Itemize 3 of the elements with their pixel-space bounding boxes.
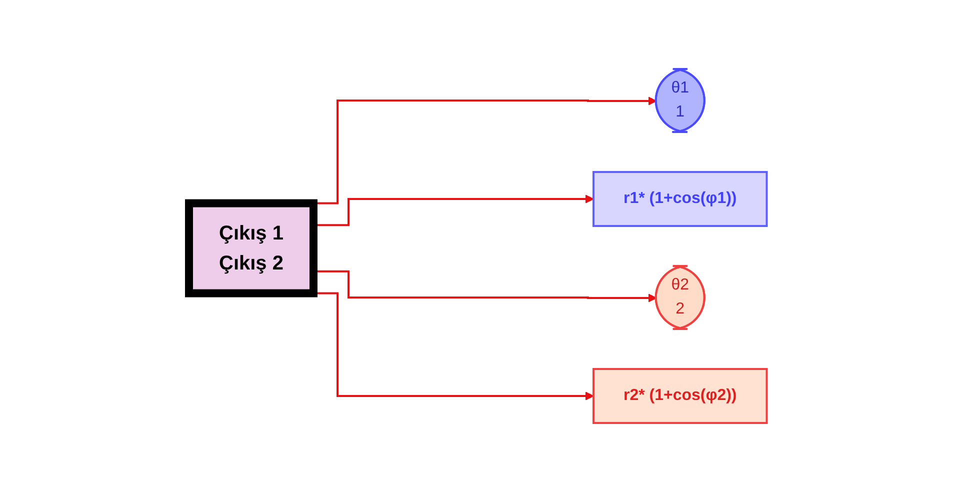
node-box: Çıkış 1 Çıkış 2 — [185, 198, 318, 297]
node-box: r2* (1+cos(φ2)) — [592, 368, 768, 424]
node-box: r1* (1+cos(φ1)) — [592, 170, 768, 226]
